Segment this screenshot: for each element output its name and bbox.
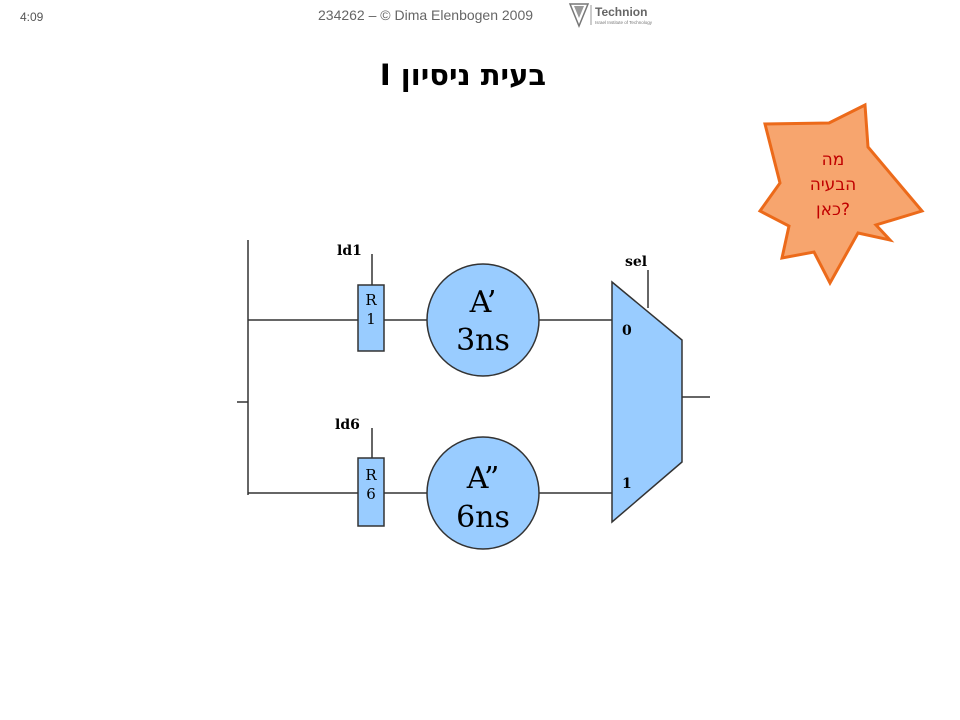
multiplexer [611,280,683,524]
unit-a-prime-delay: 3ns [456,323,510,358]
register-r6-label-line2: 6 [366,485,376,503]
unit-a-prime [426,263,540,377]
callout-line-3: ?כאן [815,200,850,220]
register-r1-label-line2: 1 [366,310,376,328]
mux-select-signal: sel [625,254,647,270]
logo-name: Technion [595,5,647,19]
unit-a-double-prime [426,436,540,550]
unit-a-prime-label: A’ [469,285,497,320]
technion-logo: Technion Israel Institute of Technology [568,3,653,28]
register-r1-label-line1: R [365,291,377,309]
logo-subtitle: Israel Institute of Technology [595,20,653,25]
register-r6-label-line1: R [365,466,377,484]
slide-title: בעית ניסיון I [379,58,547,92]
mux-input-0: 0 [622,323,632,339]
slide-header: 234262 – © Dima Elenbogen 2009 [318,7,534,23]
callout-starburst [757,102,925,287]
wires [237,240,710,495]
callout-text: מה הבעיה ?כאן [790,148,876,223]
unit-a-double-prime-label: A” [466,461,500,496]
callout-line-2: הבעיה [809,175,857,195]
unit-a-double-prime-delay: 6ns [456,500,510,535]
slide-number: 4:09 [20,10,44,24]
load-signal-ld6: ld6 [335,417,360,433]
technion-emblem-icon [568,3,590,28]
load-signal-ld1: ld1 [337,243,362,259]
mux-input-1: 1 [622,476,632,492]
callout-line-1: מה [821,150,845,170]
register-r1 [357,284,385,352]
register-r6 [357,457,385,527]
